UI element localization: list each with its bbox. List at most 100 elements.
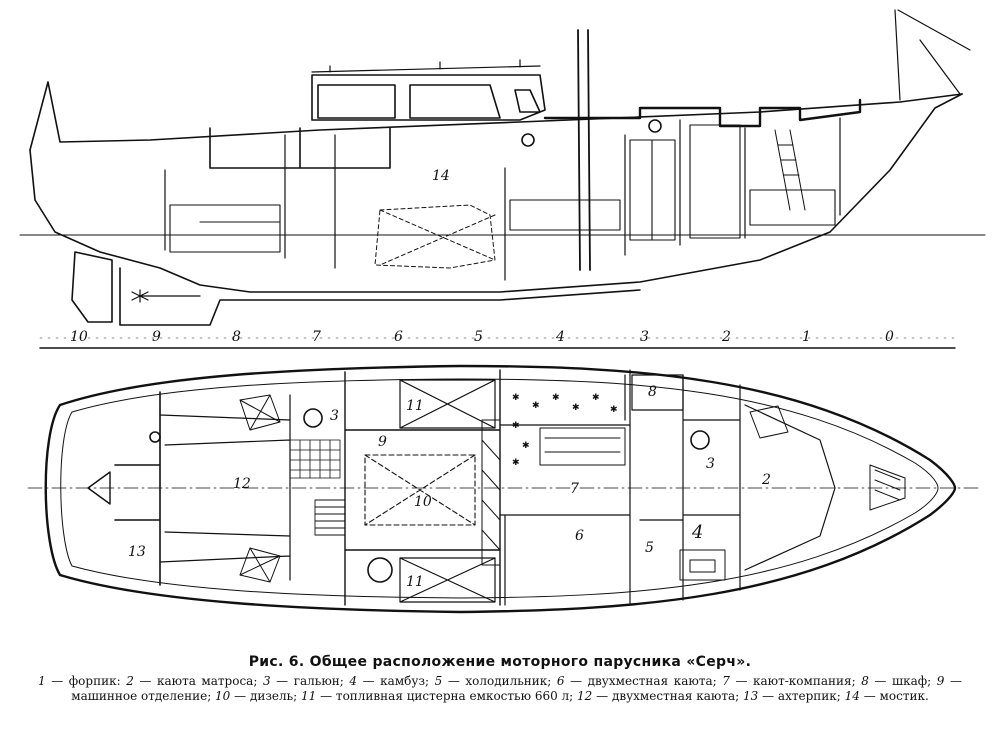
frame-4: 4 [555,329,565,345]
pillow [239,547,281,583]
svg-text:✱: ✱ [532,401,540,411]
legend-num: 2 [126,674,134,688]
bimini-rail [311,59,541,73]
crew-cabin [744,404,836,571]
label-galley: 4 [691,522,703,543]
label-afterpeak: 13 [128,544,146,560]
profile-cabinets [629,124,741,241]
gas-bottle [367,557,393,583]
label-head-fwd: 3 [706,456,715,472]
frame-3: 3 [640,329,649,345]
mast [577,29,591,271]
aft-mast [894,9,971,101]
legend-text: — ахтерпик; [758,689,845,703]
legend-text: — мостик. [859,689,929,703]
toilet [303,408,323,428]
legend-num: 7 [722,674,730,688]
bow-fitting [149,431,161,443]
engine-hatch [481,419,501,566]
plan-hull-outline [44,364,957,614]
legend-text: — шкаф; [868,674,937,688]
steps [314,499,346,536]
legend-num: 9 [936,674,945,688]
svg-text:✱: ✱ [572,403,580,413]
profile-bulkheads [164,117,841,281]
svg-text:✱: ✱ [512,393,520,403]
svg-text:✱: ✱ [552,393,560,403]
label-fuel-tank-port: 11 [406,398,424,414]
forward-bulkheads [639,374,741,601]
plan-inner-outline [60,378,939,599]
pillow [239,394,281,431]
legend-text: — камбуз; [357,674,435,688]
hull-bottom [29,93,963,293]
legend-num: 10 [215,689,231,703]
legend-num: 4 [349,674,358,688]
frame-numbers: 10 9 8 7 6 5 4 3 2 1 0 [70,329,894,345]
legend-num: 14 [844,689,860,703]
legend-text: — гальюн; [270,674,350,688]
svg-text:✱: ✱ [592,393,600,403]
profile-bunks [169,189,836,253]
legend-text: — каюта матроса; [133,674,263,688]
frame-1: 1 [802,329,811,345]
frame-6: 6 [394,329,403,345]
label-head-aft: 3 [330,408,339,424]
label-crew-cabin: 2 [761,472,771,488]
frame-0: 0 [885,329,894,345]
label-double-cabin-fwd: 6 [575,528,584,544]
caption-legend: 1 — форпик: 2 — каюта матроса; 3 — галью… [30,674,970,704]
legend-text: — машинное отделение; [71,674,963,703]
legend-num: 5 [434,674,443,688]
frame-scale [39,337,956,349]
fuel-tank-port [399,379,496,429]
settee [539,427,626,466]
general-arrangement-drawing: ✱✱✱ ✱✱✱ ✱✱✱ 14 10 9 8 7 6 5 4 3 2 1 0 2 … [19,9,986,614]
legend-num: 11 [301,689,317,703]
plan-labels: 2 3 3 4 5 6 7 8 9 10 11 11 12 13 [128,384,771,590]
legend-text: — двухместная каюта; [564,674,723,688]
shower-grid [289,439,341,479]
side-profile [19,9,986,326]
label-locker: 8 [648,384,657,400]
frame-10: 10 [70,329,88,345]
legend-num: 1 [38,674,46,688]
wheelhouse [209,74,546,169]
porthole [521,133,535,147]
profile-engine [374,204,496,269]
frame-2: 2 [721,329,731,345]
galley-counter [679,549,726,581]
legend-text: — топливная цистерна емкостью 660 л; [316,689,578,703]
label-bridge: 14 [432,168,450,184]
frame-9: 9 [152,329,161,345]
svg-text:✱: ✱ [610,405,618,415]
rudder [71,251,113,323]
keel [119,267,641,326]
deck-plan [27,364,981,614]
legend-num: 8 [861,674,869,688]
saloon-rug: ✱✱✱ ✱✱✱ ✱✱✱ [512,393,618,468]
svg-text:✱: ✱ [512,458,520,468]
label-diesel: 10 [414,494,432,510]
ladder [774,129,806,211]
caption-title: Рис. 6. Общее расположение моторного пар… [248,654,752,670]
legend-text: — кают-компания; [729,674,862,688]
locker-box [631,374,684,411]
legend-num: 6 [556,674,565,688]
toilet [690,430,710,450]
label-double-cabin-aft: 12 [233,476,251,492]
label-fridge: 5 [645,540,654,556]
legend-num: 12 [577,689,593,703]
legend-text: — дизель; [230,689,302,703]
legend-text: — холодильник; [442,674,557,688]
label-saloon: 7 [570,481,579,497]
frame-8: 8 [232,329,241,345]
sheer-line [29,81,963,151]
svg-text:✱: ✱ [522,441,530,451]
cabin-top [543,98,862,128]
porthole [648,119,662,133]
pillow [749,405,789,439]
legend-num: 3 [262,674,271,688]
frame-5: 5 [474,329,483,345]
frame-7: 7 [312,329,321,345]
